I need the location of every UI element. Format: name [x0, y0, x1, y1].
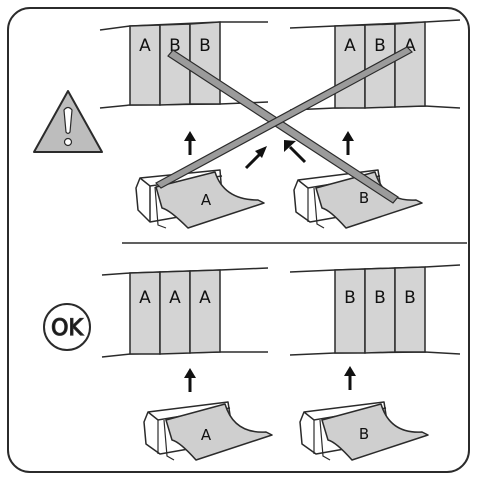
- paper-sheet: [321, 403, 429, 461]
- wallpaper-panel: [394, 21, 426, 108]
- panel-letter: B: [199, 36, 211, 56]
- wallpaper-panel: [334, 268, 366, 354]
- panel-letter: A: [344, 36, 356, 56]
- cross-out-icon: [155, 46, 413, 204]
- wallpaper-panel: [129, 271, 161, 355]
- sheet-letter: A: [201, 426, 212, 444]
- panel-letter: A: [139, 36, 151, 56]
- ok-circle-icon: OK: [43, 303, 91, 351]
- up-arrow-icon: [184, 131, 196, 155]
- up-arrow-icon: [184, 368, 196, 392]
- sheet-letter: A: [201, 191, 212, 209]
- panel-letter: B: [344, 288, 356, 308]
- outer-frame: [7, 7, 470, 473]
- printer-icon: B: [293, 169, 423, 229]
- panel-letter: A: [169, 288, 181, 308]
- wallpaper-panel: [189, 269, 221, 354]
- sheet-letter: B: [359, 425, 369, 443]
- printer-icon: A: [143, 401, 273, 461]
- diagonal-arrow-icon: [244, 146, 267, 170]
- wallpaper-panel: [189, 21, 221, 105]
- wall-bottom-left: A A A: [101, 267, 269, 358]
- panel-letter: A: [199, 288, 211, 308]
- printer-icon: B: [299, 401, 429, 461]
- panel-letter: B: [169, 36, 181, 56]
- wallpaper-panel: [394, 266, 426, 353]
- up-arrow-icon: [344, 366, 356, 390]
- paper-sheet: [155, 171, 265, 229]
- paper-sheet: [165, 403, 273, 461]
- panel-letter: A: [139, 288, 151, 308]
- warning-triangle-icon: [33, 90, 103, 153]
- diagonal-arrow-icon: [284, 140, 307, 164]
- wall-bottom-right: B B B: [289, 264, 461, 356]
- panel-letter: B: [374, 288, 386, 308]
- up-arrow-icon: [342, 131, 354, 155]
- wallpaper-panel: [159, 270, 191, 355]
- panel-letter: B: [374, 36, 386, 56]
- paper-sheet: [315, 171, 423, 229]
- ok-badge-text: OK: [51, 316, 83, 341]
- wallpaper-panel: [364, 267, 396, 354]
- panel-letter: B: [404, 288, 416, 308]
- sheet-letter: B: [359, 189, 369, 207]
